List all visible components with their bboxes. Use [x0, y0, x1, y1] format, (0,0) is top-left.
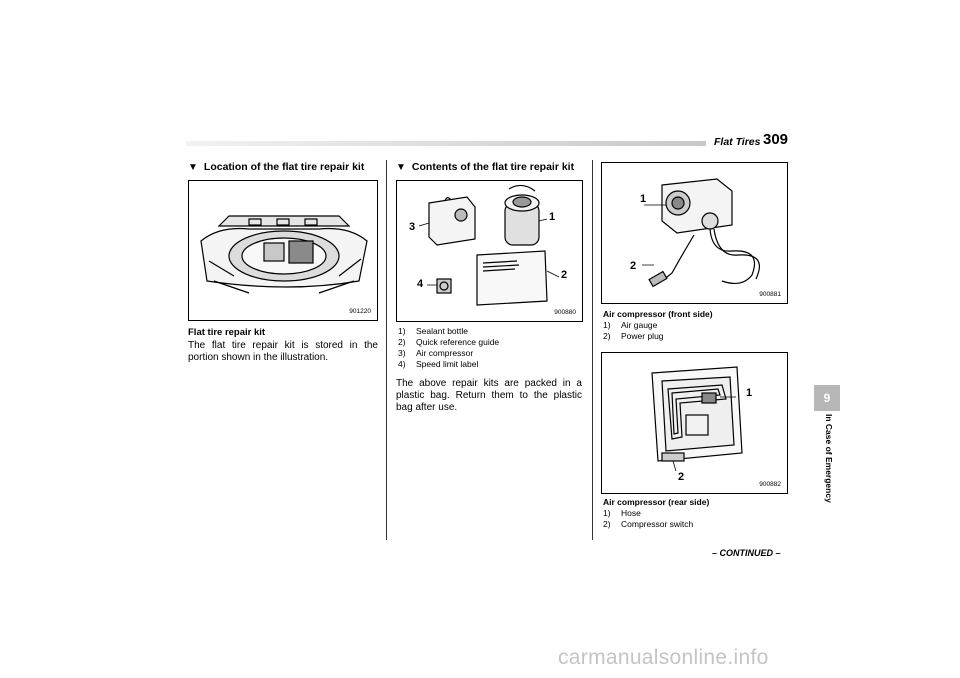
figure-code: 900880 — [554, 309, 576, 316]
callout-2: 2 — [630, 260, 637, 272]
location-heading: ▼Location of the flat tire repair kit — [188, 161, 365, 173]
compressor-front-figure: 1 2 900881 — [601, 162, 788, 304]
list-item: 2)Quick reference guide — [398, 337, 500, 347]
column-divider-2 — [592, 160, 593, 540]
chapter-label: In Case of Emergency — [824, 414, 834, 503]
figure-code: 900882 — [759, 481, 781, 488]
triangle-marker-icon: ▼ — [188, 162, 198, 173]
callout-4: 4 — [417, 278, 424, 290]
list-item: 2)Compressor switch — [603, 519, 694, 529]
list-item: 1)Air gauge — [603, 320, 658, 330]
compressor-front-illustration — [642, 178, 760, 288]
page-number: 309 — [763, 131, 789, 148]
list-item: 1)Hose — [603, 508, 641, 518]
kit-contents-list: 1)Sealant bottle 2)Quick reference guide… — [398, 326, 499, 370]
watermark: carmanualsonline.info — [558, 646, 769, 669]
header-rule — [186, 141, 706, 146]
compressor-rear-caption: Air compressor (rear side) — [603, 497, 710, 507]
repair-kit-location-figure: 901220 — [188, 180, 378, 321]
column-divider-1 — [386, 160, 387, 540]
triangle-marker-icon: ▼ — [396, 162, 406, 173]
kit-contents-figure: 1 2 3 4 900880 — [396, 180, 583, 322]
chapter-tab: 9 — [814, 385, 840, 411]
compressor-front-list: 1)Air gauge 2)Power plug — [603, 320, 664, 342]
location-caption: Flat tire repair kit — [188, 327, 266, 338]
list-item: 1)Sealant bottle — [398, 326, 468, 336]
callout-2: 2 — [678, 471, 685, 483]
section-title: Flat Tires — [714, 136, 761, 148]
compressor-rear-figure: 1 2 900882 — [601, 352, 788, 494]
continued-marker: – CONTINUED – — [712, 548, 781, 558]
callout-1: 1 — [640, 193, 647, 205]
figure-code: 901220 — [349, 308, 371, 315]
kit-contents-illustration — [418, 184, 560, 306]
location-description: The flat tire repair kit is stored in th… — [188, 340, 378, 363]
callout-1: 1 — [549, 211, 556, 223]
trunk-storage-illustration — [200, 215, 368, 294]
list-item: 2)Power plug — [603, 331, 664, 341]
contents-heading: ▼Contents of the flat tire repair kit — [396, 161, 575, 173]
compressor-rear-list: 1)Hose 2)Compressor switch — [603, 508, 693, 530]
compressor-rear-illustration — [651, 366, 743, 472]
list-item: 4)Speed limit label — [398, 359, 479, 369]
callout-1: 1 — [746, 387, 753, 399]
list-item: 3)Air compressor — [398, 348, 474, 358]
figure-code: 900881 — [759, 291, 781, 298]
callout-3: 3 — [409, 221, 416, 233]
compressor-front-caption: Air compressor (front side) — [603, 309, 713, 319]
contents-description: The above repair kits are packed in a pl… — [396, 378, 582, 413]
callout-2: 2 — [561, 269, 568, 281]
